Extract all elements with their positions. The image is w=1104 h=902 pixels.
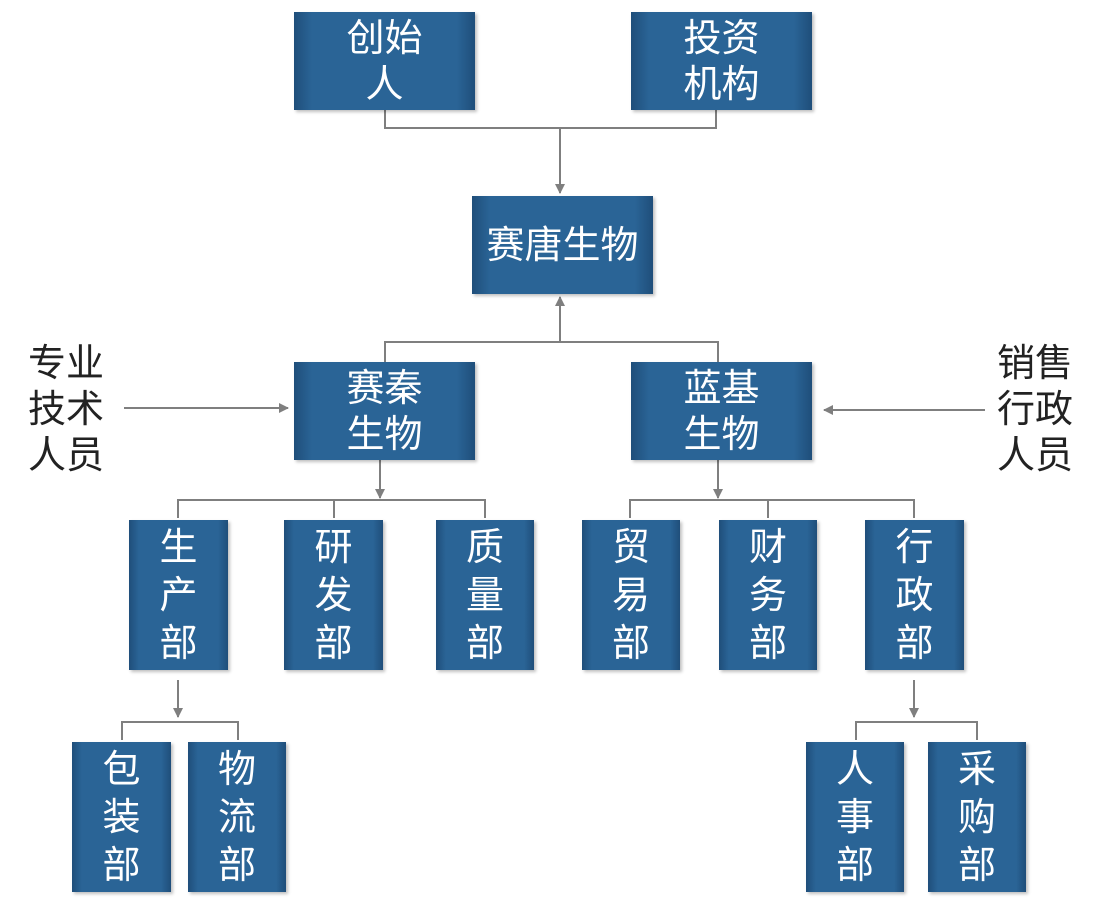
node-saiqin: 赛秦 生物	[294, 362, 475, 460]
node-quality: 质 量 部	[436, 520, 534, 670]
node-founder: 创始 人	[294, 12, 475, 110]
node-purchasing: 采 购 部	[928, 742, 1026, 892]
node-purchasing-label: 采 购 部	[957, 747, 996, 887]
node-finance-label: 财 务 部	[748, 525, 787, 665]
node-packaging-label: 包 装 部	[102, 747, 141, 887]
node-rnd: 研 发 部	[284, 520, 383, 670]
node-saiqin-label: 赛秦 生物	[346, 366, 423, 456]
node-logistics-label: 物 流 部	[217, 747, 256, 887]
node-company-label: 赛唐生物	[486, 223, 639, 267]
connector-admin-children	[855, 721, 978, 740]
node-logistics: 物 流 部	[188, 742, 286, 892]
node-production: 生 产 部	[129, 520, 228, 670]
node-lanji: 蓝基 生物	[631, 362, 812, 460]
node-admin-label: 行 政 部	[895, 525, 934, 665]
node-trade: 贸 易 部	[582, 520, 680, 670]
node-company: 赛唐生物	[472, 196, 653, 294]
side-label-sales-admin-staff: 销售 行政 人员	[997, 341, 1074, 477]
node-hr: 人 事 部	[806, 742, 904, 892]
node-trade-label: 贸 易 部	[611, 525, 650, 665]
node-investor: 投资 机构	[631, 12, 812, 110]
connector-owners-merge	[384, 110, 717, 129]
connector-lanji-departments	[629, 499, 915, 518]
connector-subsidiaries-merge	[384, 341, 719, 362]
connector-production-children	[121, 721, 239, 740]
node-quality-label: 质 量 部	[465, 525, 504, 665]
node-founder-label: 创始 人	[346, 16, 423, 106]
node-packaging: 包 装 部	[72, 742, 171, 892]
node-admin: 行 政 部	[865, 520, 964, 670]
node-rnd-label: 研 发 部	[314, 525, 353, 665]
node-lanji-label: 蓝基 生物	[683, 366, 760, 456]
side-label-technical-staff: 专业 技术 人员	[28, 341, 105, 477]
node-production-label: 生 产 部	[159, 525, 198, 665]
node-hr-label: 人 事 部	[835, 747, 874, 887]
node-finance: 财 务 部	[719, 520, 817, 670]
connector-saiqin-departments	[177, 499, 486, 518]
node-investor-label: 投资 机构	[683, 16, 760, 106]
